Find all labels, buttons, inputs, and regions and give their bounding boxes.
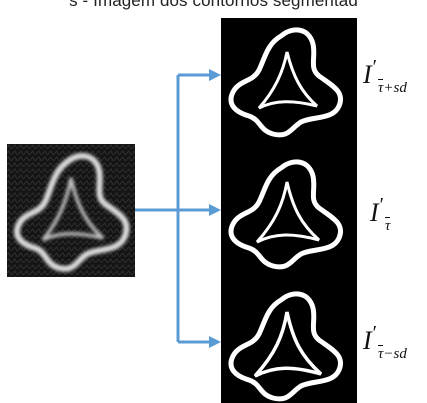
label-tau: I′τ [370,194,391,234]
output-contour-image-bottom [228,291,343,402]
label-tau-plus-sd: I′τ+sd [363,56,407,96]
output-contour-image-middle [228,159,343,270]
label-tau-minus-sd: I′τ−sd [363,322,407,362]
output-image-strip [221,18,357,403]
input-contour-image [7,144,135,277]
output-contour-image-top [228,27,343,138]
figure-caption: s - Imagem dos contornos segmentad [69,0,358,10]
